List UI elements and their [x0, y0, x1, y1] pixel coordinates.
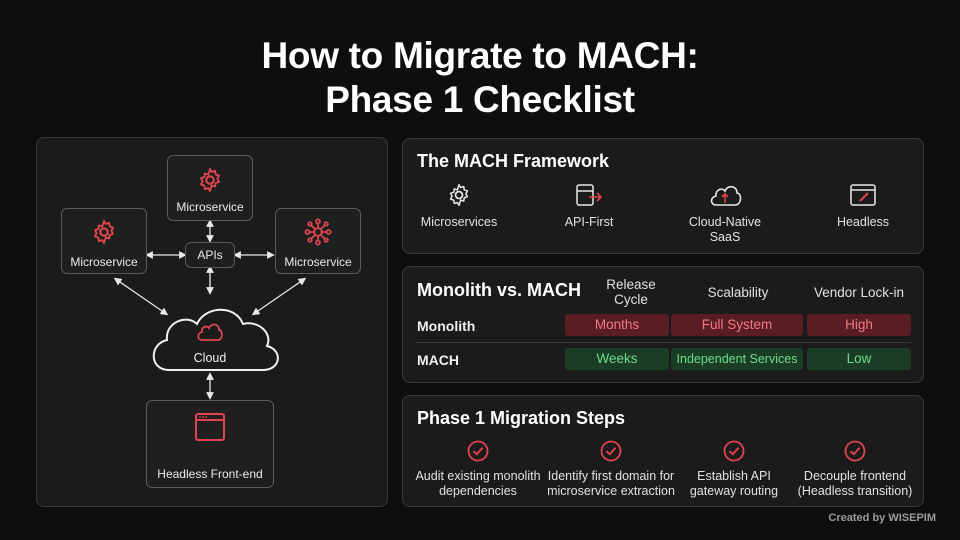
microservice-node-top: Microservice [167, 155, 253, 221]
row-label-monolith: Monolith [417, 318, 476, 334]
column-vendor-lock-in: Vendor Lock-in [813, 285, 905, 300]
framework-item-headless: Headless [836, 215, 890, 229]
apis-label: APIs [197, 248, 223, 262]
cloud-upload-icon [710, 185, 742, 206]
network-hub-icon [304, 218, 332, 246]
framework-item-api-first: API-First [564, 215, 614, 229]
gear-icon [449, 183, 469, 207]
title-line-2: Phase 1 Checklist [325, 79, 635, 120]
mach-framework-card: The MACH Framework Microservices API-Fir… [402, 138, 924, 254]
comparison-title: Monolith vs. MACH [417, 280, 581, 300]
microservice-left-label: Microservice [70, 255, 138, 269]
framework-item-microservices: Microservices [420, 215, 498, 229]
microservice-right-label: Microservice [284, 255, 352, 269]
microservice-node-right: Microservice [275, 208, 361, 274]
microservice-top-label: Microservice [176, 200, 244, 214]
steps-title: Phase 1 Migration Steps [417, 408, 626, 428]
monolith-release-cycle: Months [565, 314, 669, 336]
monolith-vendor-lock-in: High [807, 314, 911, 336]
check-circle-icon [467, 440, 489, 462]
row-label-mach: MACH [417, 352, 459, 368]
gear-icon [94, 219, 114, 245]
row-divider [415, 342, 911, 343]
column-release-cycle: Release Cycle [606, 277, 656, 307]
check-circle-icon [723, 440, 745, 462]
api-icon [576, 184, 603, 206]
column-scalability: Scalability [707, 285, 769, 300]
step-3: Establish API gateway routing [689, 469, 779, 498]
credit-text: Created by WISEPIM [828, 512, 936, 524]
browser-window-icon [195, 413, 225, 441]
comparison-card: Monolith vs. MACH Release Cycle Scalabil… [402, 266, 924, 383]
browser-edit-icon [850, 184, 876, 206]
mach-release-cycle: Weeks [565, 348, 669, 370]
mach-vendor-lock-in: Low [807, 348, 911, 370]
check-circle-icon [600, 440, 622, 462]
step-2: Identify first domain for microservice e… [547, 469, 675, 498]
cloud-label: Cloud [193, 351, 227, 365]
monolith-scalability: Full System [671, 314, 803, 336]
frontend-label: Headless Front-end [157, 467, 263, 481]
architecture-diagram: Microservice Microservice Microservice A… [36, 137, 388, 507]
step-1: Audit existing monolith dependencies [415, 469, 541, 498]
check-circle-icon [844, 440, 866, 462]
migration-steps-card: Phase 1 Migration Steps Audit existing m… [402, 395, 924, 507]
page-title: How to Migrate to MACH: Phase 1 Checklis… [0, 34, 960, 122]
cloud-icon [197, 323, 223, 341]
gear-icon [200, 167, 220, 193]
mach-scalability: Independent Services [671, 348, 803, 370]
framework-title: The MACH Framework [417, 151, 610, 171]
microservice-node-left: Microservice [61, 208, 147, 274]
frontend-node: Headless Front-end [146, 400, 274, 488]
apis-node: APIs [185, 242, 235, 268]
framework-item-cloud-native: Cloud-Native SaaS [688, 215, 762, 244]
step-4: Decouple frontend (Headless transition) [797, 469, 913, 498]
title-line-1: How to Migrate to MACH: [261, 35, 699, 76]
